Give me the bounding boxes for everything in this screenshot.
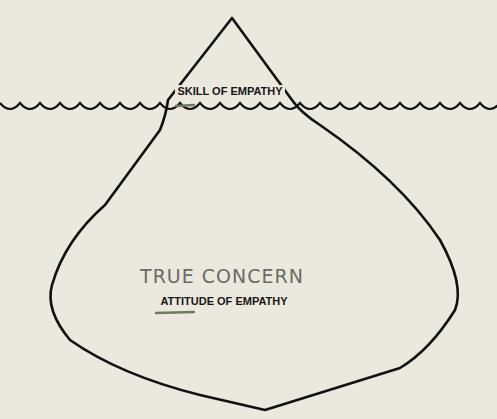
pen-underline xyxy=(176,105,194,106)
tip-label: SKILL OF EMPATHY xyxy=(175,85,284,97)
base-label: ATTITUDE OF EMPATHY xyxy=(158,295,289,307)
water-line xyxy=(0,103,497,109)
iceberg-shape: SKILL OF EMPATHY TRUE CONCERN ATTITUDE OF … xyxy=(40,12,470,416)
iceberg-outline xyxy=(40,12,470,416)
handwritten-note: TRUE CONCERN xyxy=(138,266,306,287)
pen-underline xyxy=(156,312,194,313)
iceberg-outline-path xyxy=(50,18,457,410)
